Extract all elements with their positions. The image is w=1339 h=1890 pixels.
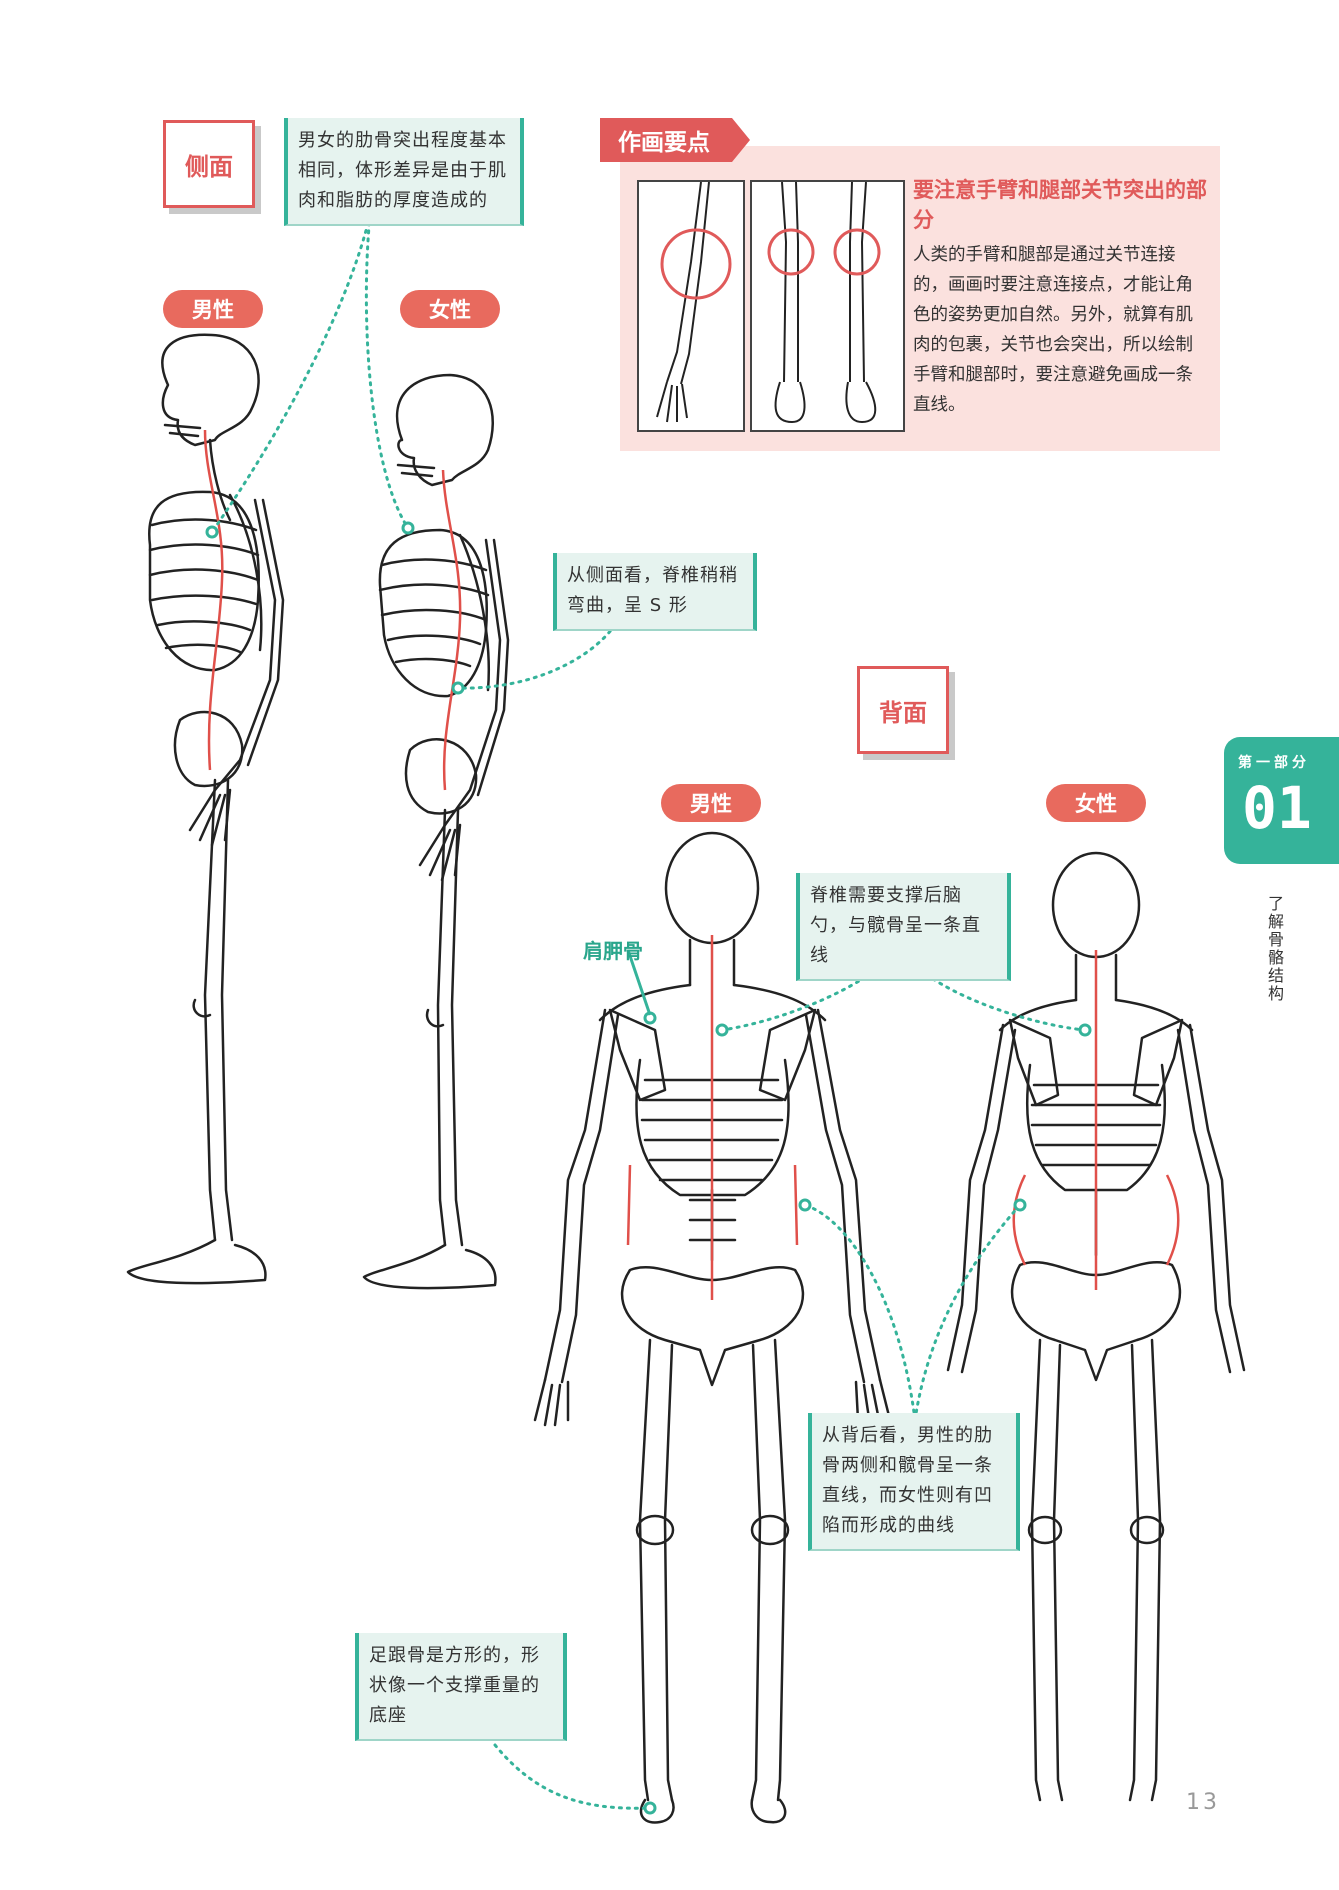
page-number: 13 [1186,1790,1220,1815]
back-view-label: 背面 [857,666,949,754]
spine-guide-lines [203,429,1180,1300]
spine-side-note: 从侧面看，脊椎稍稍弯曲，呈 S 形 [553,553,757,631]
leader-lines [210,213,1087,1810]
ribs-back-note: 从背后看，男性的肋骨两侧和髋骨呈一条直线，而女性则有凹陷而形成的曲线 [808,1413,1020,1551]
drawing-tips-title: 要注意手臂和腿部关节突出的部分 [913,178,1207,232]
side-male-skeleton [126,333,285,1285]
drawing-tips-body: 人类的手臂和腿部是通过关节连接的，画画时要注意连接点，才能让角色的姿势更加自然。… [913,245,1193,415]
knee-highlight-right [833,228,881,276]
chapter-tab-subtitle: 了解骨骼结构 [1268,894,1285,1003]
side-male-pill: 男性 [163,290,263,328]
chapter-tab [1224,737,1339,864]
spine-back-note: 脊椎需要支撑后脑勺，与髋骨呈一条直线 [796,873,1011,981]
knee-highlight-left [767,228,815,276]
back-female-skeleton [946,851,1246,1802]
elbow-highlight [660,228,732,300]
drawing-tips-heading: 作画要点 [600,118,750,162]
leg-joint-drawing [767,181,881,424]
heel-note: 足跟骨是方形的，形状像一个支撑重量的底座 [355,1633,567,1741]
chapter-tab-number: 01 [1242,774,1312,842]
back-male-pill: 男性 [661,784,761,822]
leader-endpoints [205,521,1092,1815]
back-female-pill: 女性 [1046,784,1146,822]
scapula-leader [626,949,652,1016]
side-view-label: 侧面 [163,120,255,208]
arm-joint-drawing [656,181,732,423]
ribs-note: 男女的肋骨突出程度基本相同，体形差异是由于肌肉和脂肪的厚度造成的 [284,118,524,226]
chapter-tab-part: 第一部分 [1238,755,1310,771]
side-female-skeleton [362,373,510,1290]
arm-joint-thumbnail [637,180,745,432]
side-female-pill: 女性 [400,290,500,328]
leg-joint-thumbnail [750,180,905,432]
scapula-label: 肩胛骨 [583,939,643,963]
